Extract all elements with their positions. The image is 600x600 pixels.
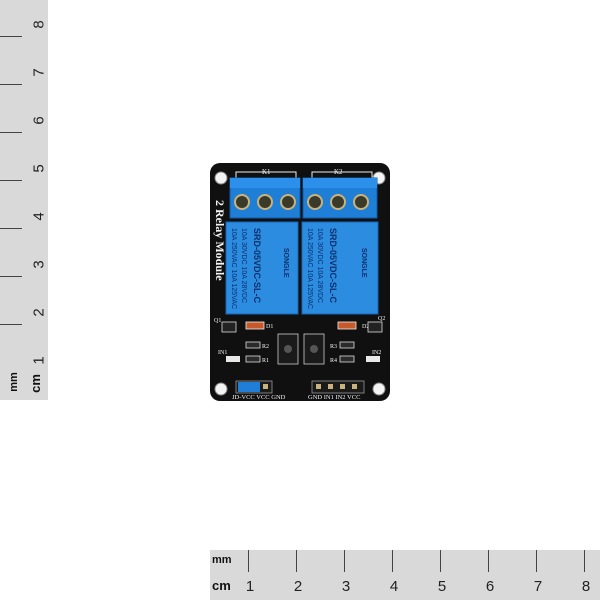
terminal-block-k1 [229,177,301,219]
screw-icon [234,194,250,210]
ruler-number: 7 [533,578,543,595]
ruler-number: 6 [485,578,495,595]
header-pin [340,384,345,389]
relay-k2: 10A 250VAC 10A 125VAC 10A 30VDC 10A 28VD… [301,221,379,315]
ruler-tick [392,550,393,572]
ruler-tick [0,324,22,325]
ruler-tick [536,550,537,572]
transistor-q1 [221,321,237,333]
relay-rating-2: 10A 30VDC 10A 28VDC [240,228,247,303]
label-d2: D2 [362,324,369,330]
screw-icon [353,194,369,210]
relay-body [301,221,379,315]
ruler-tick [0,132,22,133]
ruler-tick [296,550,297,572]
ruler-number: 3 [341,578,351,595]
ruler-unit-mm: mm [212,554,232,566]
relay-rating-1: 10A 250VAC 10A 125VAC [306,228,313,309]
header-left [235,380,273,394]
header-pin [352,384,357,389]
resistor-r4 [339,355,355,363]
label-r1: R1 [262,358,269,364]
pin-header [311,380,365,394]
board-title: 2 Relay Module [213,200,227,281]
resistor-r3 [339,341,355,349]
header-left-label: JD-VCC VCC GND [232,394,286,401]
header-pin [263,384,268,389]
ruler-tick [0,36,22,37]
ruler-tick [0,180,22,181]
header-pin [328,384,333,389]
ruler-number: 5 [437,578,447,595]
label-d1: D1 [266,324,273,330]
diode-d1 [245,321,265,330]
horizontal-ruler: mm cm 1 2 3 4 5 6 7 8 [210,550,600,600]
ruler-unit-cm: cm [212,578,231,593]
resistor-r1 [245,355,261,363]
relay-body [225,221,299,315]
transistor-q2 [367,321,383,333]
label-r2: R2 [262,344,269,350]
mounting-hole [372,382,386,396]
ruler-tick [248,550,249,572]
k1-label: K1 [262,168,271,176]
label-r4: R4 [330,358,337,364]
diode-d2 [337,321,357,330]
opto-dot [310,345,318,353]
label-in1: IN1 [218,350,227,356]
k2-bracket [311,171,373,178]
mounting-hole [214,171,228,185]
screw-icon [280,194,296,210]
ruler-tick [0,84,22,85]
ruler-tick [0,228,22,229]
jumper-cap [238,382,260,392]
label-q1: Q1 [214,318,221,324]
label-in2: IN2 [372,350,381,356]
ruler-number: 1 [245,578,255,595]
ruler-tick [584,550,585,572]
k2-label: K2 [334,168,343,176]
led-in1 [226,356,240,362]
terminal-top [230,178,300,188]
label-q2: Q2 [378,316,385,322]
ruler-tick [0,276,22,277]
led-in2 [366,356,380,362]
ruler-tick [344,550,345,572]
relay-k1: 10A 250VAC 10A 125VAC 10A 30VDC 10A 28VD… [225,221,299,315]
screw-icon [307,194,323,210]
vertical-ruler: 1 2 3 4 5 6 7 8 cm mm [0,0,48,400]
relay-brand: SONGLE [360,248,367,278]
resistor-r2 [245,341,261,349]
terminal-block-k2 [302,177,378,219]
header-right [311,380,365,394]
relay-model: SRD-05VDC-SL-C [252,228,262,304]
ruler-number: 8 [581,578,591,595]
screw-icon [330,194,346,210]
ruler-number: 4 [389,578,399,595]
terminal-top [303,178,377,188]
ruler-tick [440,550,441,572]
relay-rating-2: 10A 30VDC 10A 28VDC [316,228,323,303]
screw-icon [257,194,273,210]
mounting-hole [214,382,228,396]
header-right-label: GND IN1 IN2 VCC [308,394,360,401]
label-r3: R3 [330,344,337,350]
relay-rating-1: 10A 250VAC 10A 125VAC [230,228,237,309]
header-pin [316,384,321,389]
ruler-tick [488,550,489,572]
k1-bracket [235,171,297,178]
relay-brand: SONGLE [282,248,289,278]
relay-model: SRD-05VDC-SL-C [328,228,338,304]
opto-dot [284,345,292,353]
ruler-number: 2 [293,578,303,595]
